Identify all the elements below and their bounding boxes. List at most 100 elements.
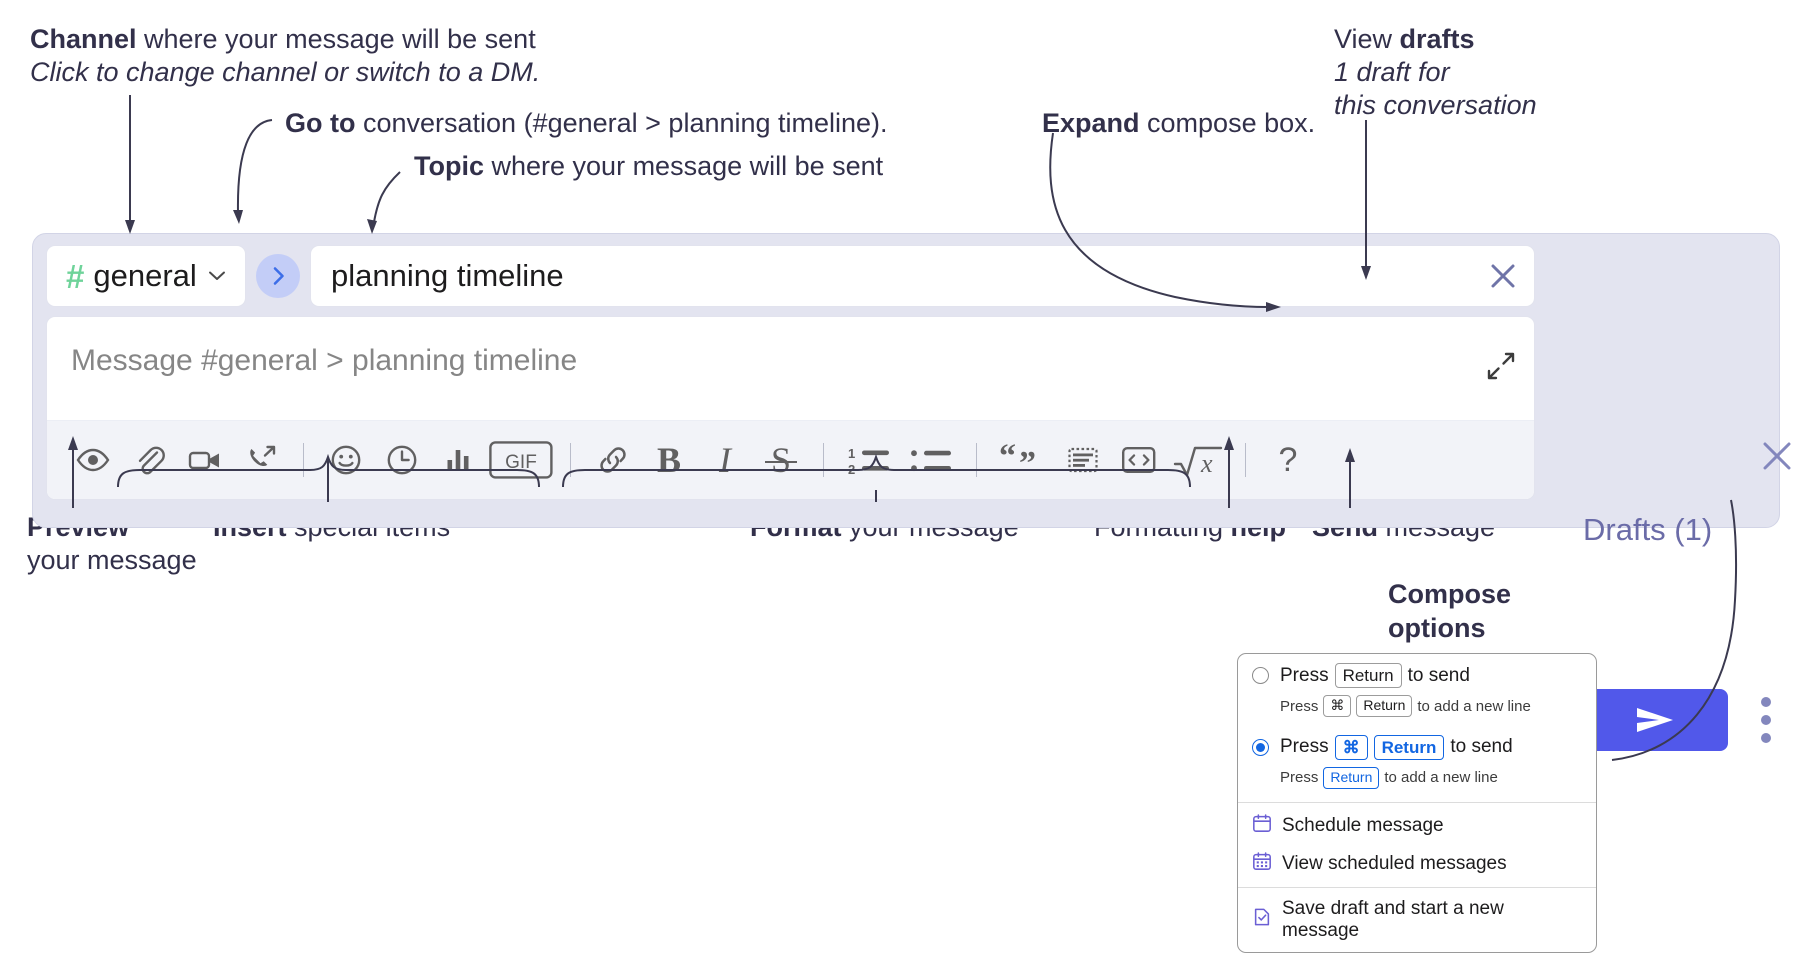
option1-sub-pre: Press (1280, 697, 1319, 715)
key-command: ⌘ (1334, 734, 1368, 760)
menu-option-return-to-send[interactable]: Press Return to send (1238, 654, 1596, 690)
annotation-goto: Go to conversation (#general > planning … (285, 107, 888, 140)
code-block-icon[interactable] (1055, 432, 1111, 488)
annotation-expand-bold: Expand (1042, 108, 1140, 138)
svg-text:GIF: GIF (505, 452, 537, 473)
compose-main-column: # general planning timeline Message #gen… (46, 245, 1535, 500)
clock-icon[interactable] (374, 432, 430, 488)
key-return: Return (1334, 663, 1402, 689)
expand-diagonal-icon[interactable] (1486, 351, 1516, 381)
annotation-preview-line2: your message (27, 544, 197, 575)
message-input[interactable]: Message #general > planning timeline (47, 317, 1534, 420)
annotation-topic: Topic where your message will be sent (414, 150, 883, 183)
compose-options-menu: Press Return to send Press ⌘ Return to a… (1237, 653, 1597, 953)
ordered-list-icon[interactable]: 1 2 (838, 432, 900, 488)
svg-text:2: 2 (848, 462, 855, 477)
annotation-channel: Channel where your message will be sent … (30, 23, 540, 89)
toolbar-separator (570, 443, 571, 477)
close-icon[interactable] (1486, 259, 1520, 293)
toolbar-separator (823, 443, 824, 477)
phone-forward-icon[interactable] (233, 432, 289, 488)
menu-item-label: Save draft and start a new message (1282, 897, 1504, 941)
menu-divider (1238, 886, 1596, 888)
toolbar-separator (976, 443, 977, 477)
message-placeholder: Message #general > planning timeline (71, 344, 578, 377)
goto-conversation-button[interactable] (256, 254, 300, 298)
toolbar-separator (1245, 443, 1246, 477)
annotation-drafts-sub1: 1 draft for (1334, 56, 1450, 87)
annotation-channel-bold: Channel (30, 24, 137, 54)
bold-label: B (656, 440, 681, 480)
hash-icon: # (66, 257, 84, 295)
radio-unselected[interactable] (1252, 667, 1269, 684)
key-return: Return (1323, 767, 1380, 789)
italic-icon[interactable]: I (697, 432, 753, 488)
annotation-drafts-bold: drafts (1399, 24, 1475, 54)
drafts-link[interactable]: Drafts (1) (1583, 512, 1713, 547)
strikethrough-icon[interactable]: S (753, 432, 809, 488)
menu-item-save-draft[interactable]: Save draft and start a new message (1238, 892, 1596, 952)
svg-text:”: ” (1019, 445, 1036, 477)
menu-item-label: Schedule message (1282, 814, 1444, 836)
annotation-topic-rest: where your message will be sent (484, 151, 884, 181)
poll-bars-icon[interactable] (430, 432, 486, 488)
message-card: Message #general > planning timeline (46, 316, 1535, 500)
key-return: Return (1373, 734, 1445, 760)
video-camera-icon[interactable] (177, 432, 233, 488)
option2-post: to send (1450, 736, 1513, 758)
menu-option-return-sub: Press ⌘ Return to add a new line (1238, 690, 1596, 726)
topic-input[interactable]: planning timeline (310, 245, 1535, 307)
channel-name-label: general (93, 258, 197, 293)
annotation-channel-sub: Click to change channel or switch to a D… (30, 56, 541, 87)
menu-item-schedule-message[interactable]: Schedule message (1238, 807, 1596, 845)
svg-text:1: 1 (848, 446, 855, 461)
key-return: Return (1356, 695, 1413, 717)
annotation-goto-rest: conversation (#general > planning timeli… (355, 108, 888, 138)
option1-post: to send (1407, 664, 1470, 686)
send-button[interactable] (1582, 689, 1728, 751)
link-icon[interactable] (585, 432, 641, 488)
annotation-expand-rest: compose box. (1139, 108, 1316, 138)
chevron-down-icon (207, 266, 227, 286)
chevron-right-icon (273, 267, 284, 285)
option1-pre: Press (1280, 664, 1329, 686)
code-inline-icon[interactable] (1111, 432, 1167, 488)
blockquote-icon[interactable]: “ ” (991, 432, 1055, 488)
emoji-icon[interactable] (318, 432, 374, 488)
bulleted-list-icon[interactable] (900, 432, 962, 488)
math-icon[interactable]: x (1167, 432, 1231, 488)
annotation-compose-options-bold1: Compose (1388, 579, 1512, 609)
svg-text:“: “ (999, 443, 1016, 475)
menu-item-view-scheduled-messages[interactable]: View scheduled messages (1238, 845, 1596, 883)
option2-sub-post: to add a new line (1384, 769, 1498, 787)
attachment-icon[interactable] (121, 432, 177, 488)
annotation-drafts-pre: View (1334, 24, 1400, 54)
close-icon[interactable] (1760, 439, 1794, 473)
annotation-compose-options-bold2: options (1388, 612, 1486, 643)
document-check-icon (1252, 907, 1272, 933)
channel-picker[interactable]: # general (46, 245, 246, 307)
svg-text:x: x (1200, 449, 1213, 478)
bold-icon[interactable]: B (641, 432, 697, 488)
annotation-goto-bold: Go to (285, 108, 356, 138)
help-icon[interactable]: ? (1260, 432, 1316, 488)
option2-pre: Press (1280, 736, 1329, 758)
menu-option-cmd-return-to-send[interactable]: Press ⌘ Return to send (1238, 726, 1596, 762)
annotation-channel-rest: where your message will be sent (136, 24, 536, 54)
annotation-drafts-sub2: this conversation (1334, 89, 1537, 120)
preview-icon[interactable] (65, 432, 121, 488)
calendar-clock-icon (1252, 813, 1272, 839)
menu-divider (1238, 801, 1596, 803)
topic-value: planning timeline (331, 258, 564, 293)
help-label: ? (1278, 441, 1298, 479)
radio-selected[interactable] (1252, 738, 1269, 756)
italic-label: I (719, 440, 731, 480)
option2-sub-pre: Press (1280, 769, 1319, 787)
compose-box: # general planning timeline Message #gen… (32, 233, 1791, 751)
menu-item-label: View scheduled messages (1282, 852, 1507, 874)
gif-icon[interactable]: GIF (486, 432, 556, 488)
annotation-drafts: View drafts 1 draft for this conversatio… (1334, 23, 1537, 122)
more-vertical-icon[interactable] (1761, 697, 1771, 743)
toolbar-separator (303, 443, 304, 477)
annotation-expand: Expand compose box. (1042, 107, 1315, 140)
